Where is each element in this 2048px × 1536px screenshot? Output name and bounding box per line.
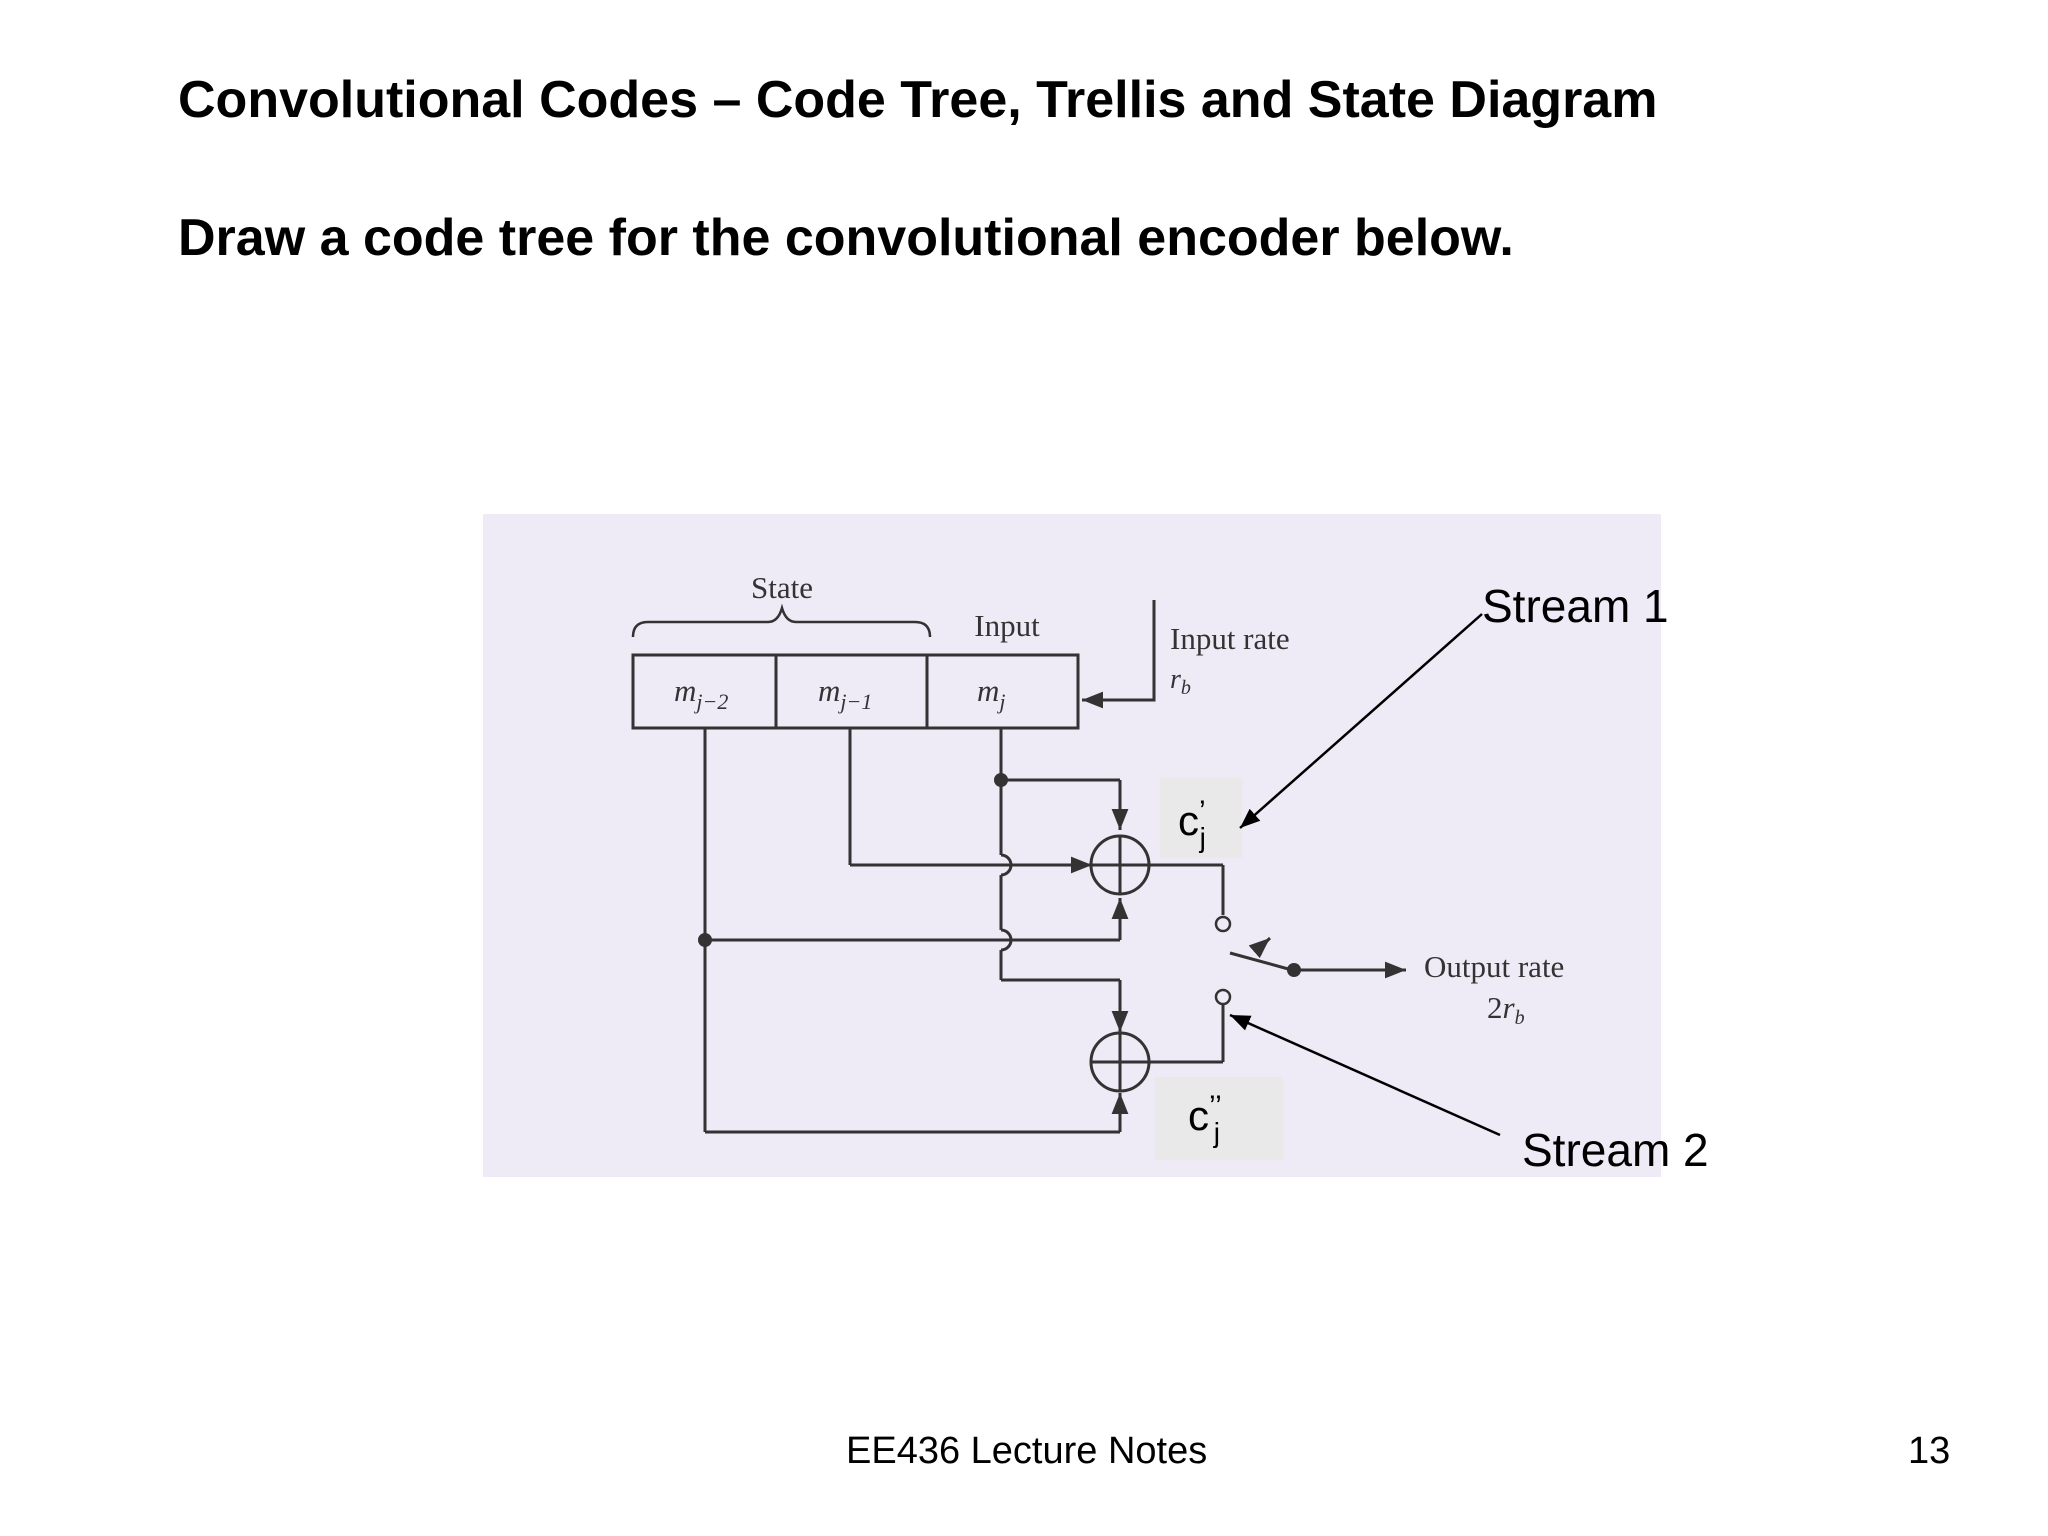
switch-contact-top — [1214, 915, 1232, 933]
state-brace — [631, 603, 932, 638]
stream1-arrow — [1239, 613, 1483, 829]
switch-contact-bottom — [1214, 988, 1232, 1006]
shift-register — [631, 653, 1080, 730]
stream2-arrow — [1229, 1013, 1501, 1137]
encoder-wiring — [703, 728, 1406, 1134]
adder-top — [1089, 834, 1151, 896]
input-rate-label: Input rate — [1170, 621, 1290, 656]
input-label: Input — [974, 608, 1040, 643]
footer-course-label: EE436 Lecture Notes — [846, 1430, 1208, 1472]
input-rate-symbol: rb — [1170, 664, 1191, 699]
slide-title: Convolutional Codes – Code Tree, Trellis… — [178, 71, 1658, 129]
c1-label-box — [1160, 778, 1242, 858]
stream2-label: Stream 2 — [1522, 1124, 1709, 1176]
c1-label: c’j — [1178, 795, 1206, 853]
page-number: 13 — [1908, 1430, 1951, 1472]
input-line — [1082, 600, 1156, 709]
register-mj: mj — [977, 673, 1006, 714]
adder-bottom — [1089, 1031, 1151, 1093]
state-label: State — [751, 570, 813, 605]
c2-label-box — [1155, 1077, 1283, 1160]
stream1-label: Stream 1 — [1482, 580, 1669, 632]
diagram-background — [483, 514, 1661, 1177]
output-rate-label: Output rate — [1424, 949, 1564, 984]
c2-label: c’’j — [1188, 1090, 1222, 1148]
output-rate-symbol: 2rb — [1487, 990, 1525, 1029]
register-mj-2: mj−2 — [674, 673, 728, 714]
switch-pivot-dot — [1287, 963, 1301, 977]
junction-dot — [698, 933, 712, 947]
junction-dot — [994, 773, 1008, 787]
slide-subtitle: Draw a code tree for the convolutional e… — [178, 209, 1514, 267]
register-mj-1: mj−1 — [818, 673, 872, 714]
